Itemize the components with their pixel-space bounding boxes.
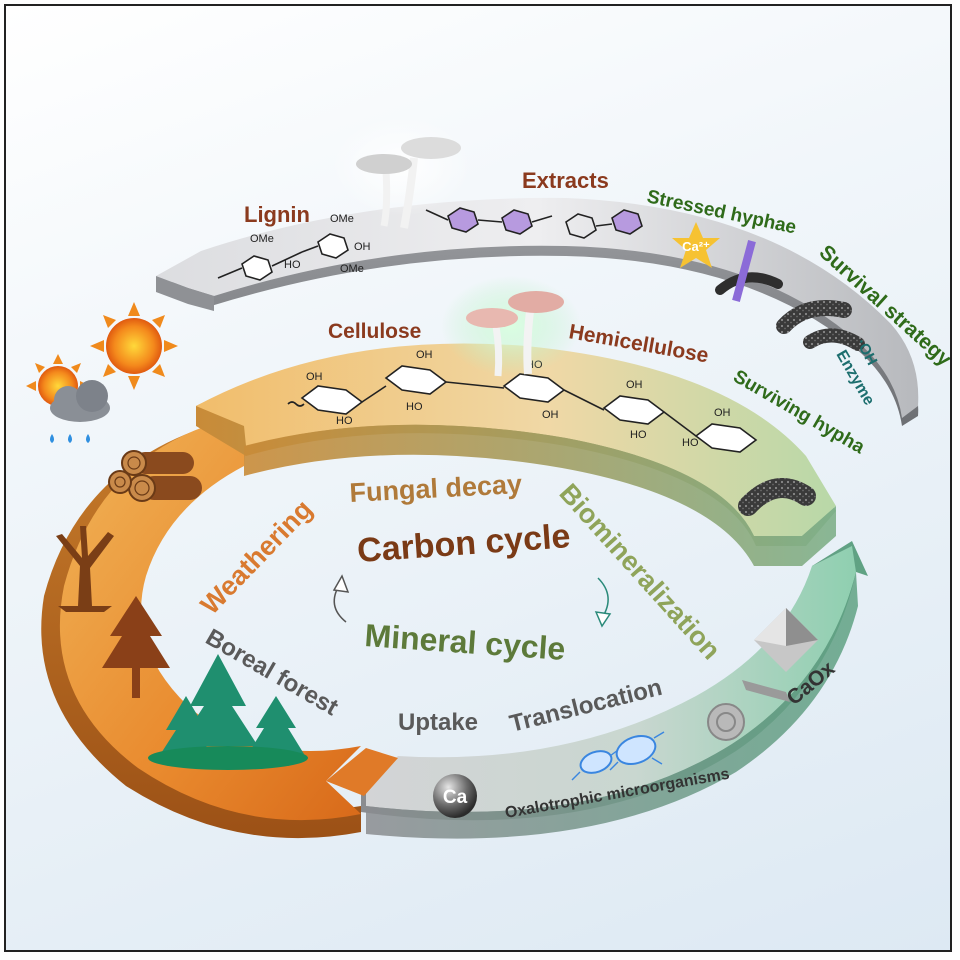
svg-text:OMe: OMe bbox=[340, 263, 364, 275]
dead-tree-icon bbox=[56, 526, 114, 612]
svg-text:OH: OH bbox=[306, 371, 323, 383]
svg-text:OMe: OMe bbox=[250, 233, 274, 245]
svg-text:HO: HO bbox=[630, 429, 647, 441]
svg-text:OH: OH bbox=[542, 409, 559, 421]
caox-crystals-icon bbox=[707, 608, 818, 741]
cycle-arrow-left-icon bbox=[332, 574, 350, 623]
svg-text:HO: HO bbox=[682, 437, 699, 449]
svg-text:OH: OH bbox=[416, 349, 433, 361]
cellulose-label: Cellulose bbox=[328, 320, 421, 343]
svg-text:OH: OH bbox=[714, 407, 731, 419]
diagram-frame: OH HO OH HO HO OH OH HO OH HO OMe OMe OMe OH … bbox=[4, 4, 952, 952]
uptake-label: Uptake bbox=[398, 709, 478, 736]
svg-text:OMe: OMe bbox=[330, 213, 354, 225]
extracts-structure bbox=[425, 207, 643, 239]
lignin-chem-labels: OMe OMe OMe OH HO bbox=[250, 213, 371, 275]
top-band bbox=[156, 197, 919, 426]
mineral-cycle-title: Mineral cycle bbox=[364, 617, 567, 667]
logs-icon bbox=[108, 450, 202, 502]
svg-text:OH: OH bbox=[626, 379, 643, 391]
lignin-structure bbox=[217, 233, 349, 281]
svg-text:HO: HO bbox=[406, 401, 423, 413]
ca2-badge-icon: Ca²⁺ bbox=[672, 222, 720, 268]
cycle-arrow-right-icon bbox=[594, 577, 612, 628]
ca-element-icon: Ca bbox=[433, 774, 477, 818]
weathering-label: Weathering bbox=[195, 494, 318, 620]
cycle-diagram: OH HO OH HO HO OH OH HO OH HO OMe OMe OMe OH … bbox=[26, 116, 950, 839]
outer-band bbox=[41, 426, 398, 839]
svg-text:HO: HO bbox=[336, 415, 353, 427]
sun-icon bbox=[90, 302, 178, 390]
svg-text:Ca: Ca bbox=[443, 787, 468, 808]
green-trees-icon bbox=[148, 654, 308, 770]
stressed-hyphae-icon bbox=[715, 240, 865, 351]
svg-text:HO: HO bbox=[284, 259, 301, 271]
svg-text:OH: OH bbox=[354, 241, 371, 253]
sun-cloud-rain-icon bbox=[26, 354, 110, 443]
carbon-cycle-title: Carbon cycle bbox=[356, 517, 572, 570]
cellulose-structure bbox=[287, 365, 758, 453]
extracts-label: Extracts bbox=[522, 168, 609, 193]
mushroom-white-icon bbox=[331, 116, 471, 229]
microorganism-icon bbox=[571, 731, 665, 781]
mushroom-pink-icon bbox=[441, 276, 581, 377]
fungal-decay-label: Fungal decay bbox=[349, 469, 523, 508]
svg-text:Ca²⁺: Ca²⁺ bbox=[682, 239, 710, 254]
surviving-hypha-icon bbox=[738, 478, 816, 516]
pine-tree-brown-icon bbox=[102, 596, 170, 698]
lignin-label: Lignin bbox=[244, 202, 310, 227]
